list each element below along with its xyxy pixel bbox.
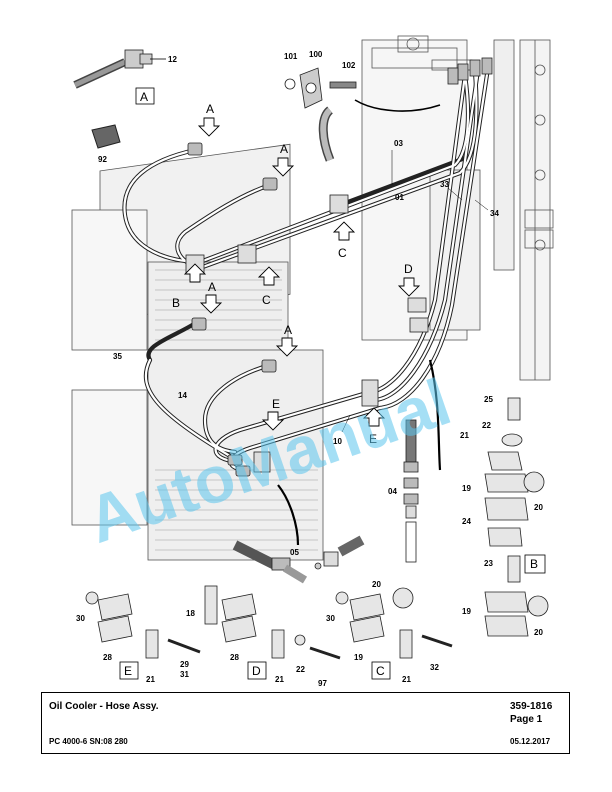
callout-21c: 21 [275,675,284,684]
callout-20b: 20 [534,628,543,637]
lower-oil-cooler [71,349,324,561]
view-letter-a2: A [280,142,288,156]
callout-12: 12 [168,55,177,64]
hose-assembly-05 [232,535,365,584]
callout-19b: 19 [462,607,471,616]
callout-101: 101 [284,52,298,61]
view-letter-a1: A [206,102,214,116]
callout-10: 10 [333,437,342,446]
page-number: Page 1 [510,714,543,725]
callout-22a: 22 [482,421,491,430]
callout-28b: 28 [230,653,239,662]
drawing-title: Oil Cooler - Hose Assy. [49,701,159,712]
callout-22b: 22 [296,665,305,674]
view-letter-c-box: C [376,664,385,678]
view-letter-d1: D [404,262,413,276]
hose-assembly-04 [403,419,419,563]
view-letter-a3: A [208,280,216,294]
callout-32: 32 [430,663,439,672]
hose-fittings [187,57,493,477]
callout-21d: 21 [402,675,411,684]
flange-parts-100-102 [284,67,357,162]
view-letter-d-box: D [252,664,261,678]
callout-20c: 20 [372,580,381,589]
callout-05: 05 [290,548,299,557]
upper-oil-cooler [71,143,291,355]
callout-28a: 28 [103,653,112,662]
callout-14: 14 [178,391,187,400]
callout-23: 23 [484,559,493,568]
machine-serial: PC 4000-6 SN:08 280 [49,737,128,746]
view-letter-c2: C [338,246,347,260]
callout-21a: 21 [460,431,469,440]
view-letter-e1: E [272,397,280,411]
callout-25: 25 [484,395,493,404]
callout-34: 34 [490,209,499,218]
callout-30a: 30 [76,614,85,623]
view-letters: A A A A A B B C C C D D E E E [124,90,538,678]
callout-20a: 20 [534,503,543,512]
callout-97: 97 [318,679,327,688]
clamp-kit-d [204,585,341,660]
callout-29: 29 [180,660,189,669]
view-letter-c1: C [262,293,271,307]
callout-33: 33 [440,180,449,189]
view-letter-b-box: B [530,557,538,571]
clamp-kit-e [85,591,201,659]
title-block: Oil Cooler - Hose Assy. 359-1816 Page 1 … [41,692,570,754]
view-boxes [119,554,546,680]
oil-cooler-hose-diagram: 12 92 101 100 102 03 01 33 34 35 14 10 0… [71,35,554,688]
hose-lines-inner [123,66,490,472]
callout-21b: 21 [146,675,155,684]
clamp-kit-c [335,587,453,659]
callout-24: 24 [462,517,471,526]
view-a-box-frame [135,87,155,105]
fitting-12-detail [73,49,166,89]
callout-92: 92 [98,155,107,164]
callout-30b: 30 [326,614,335,623]
callout-35: 35 [113,352,122,361]
thin-leaders [341,150,489,433]
view-letter-a-box: A [140,90,148,104]
protective-spring-92 [91,124,121,149]
view-letter-e2: E [369,432,377,446]
view-letter-e-box: E [124,664,132,678]
callout-19c: 19 [354,653,363,662]
callout-numbers: 12 92 101 100 102 03 01 33 34 35 14 10 0… [76,50,543,688]
issue-date: 05.12.2017 [510,737,551,746]
callout-19a: 19 [462,484,471,493]
callout-04: 04 [388,487,397,496]
part-number: 359-1816 [510,701,553,712]
callout-100: 100 [309,50,323,59]
clamp-kit-b [484,397,549,637]
callout-03: 03 [394,139,403,148]
view-letter-a4: A [284,323,292,337]
callout-01: 01 [395,193,404,202]
callout-31: 31 [180,670,189,679]
view-letter-b1: B [172,296,180,310]
view-arrows [183,117,421,431]
leader-lines [277,99,442,546]
callout-102: 102 [342,61,356,70]
callout-18: 18 [186,609,195,618]
